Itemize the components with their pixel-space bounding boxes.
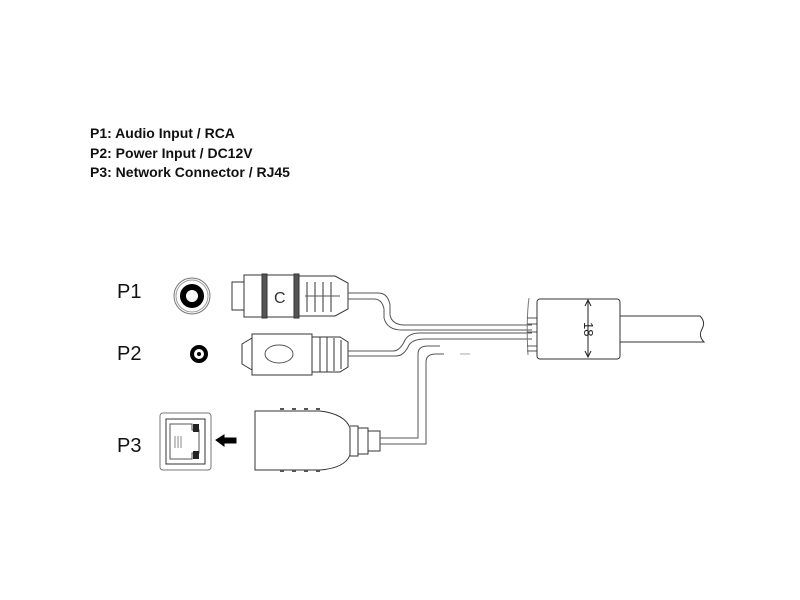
legend-p3: P3: Network Connector / RJ45 [90, 164, 290, 180]
legend-p2: P2: Power Input / DC12V [90, 144, 253, 161]
dimension-label: 18 [581, 322, 596, 336]
rj45-port-icon [159, 412, 212, 471]
label-p1: P1 [117, 281, 142, 303]
dc-connector [241, 333, 349, 376]
label-p3: P3 [117, 435, 142, 457]
rca-connector: C [231, 273, 349, 319]
cables [348, 292, 532, 445]
connector-mark: C [274, 290, 286, 307]
dc-jack-icon [190, 345, 208, 363]
rj45-connector [254, 408, 381, 472]
label-p2: P2 [117, 343, 142, 365]
legend-p1: P1: Audio Input / RCA [90, 125, 235, 141]
rca-jack-icon [173, 277, 211, 315]
splitter-housing: 18 [526, 297, 706, 360]
port-legend: P1: Audio Input / RCA P2: Power Input / … [90, 124, 290, 183]
arrow-left-icon [215, 434, 237, 447]
